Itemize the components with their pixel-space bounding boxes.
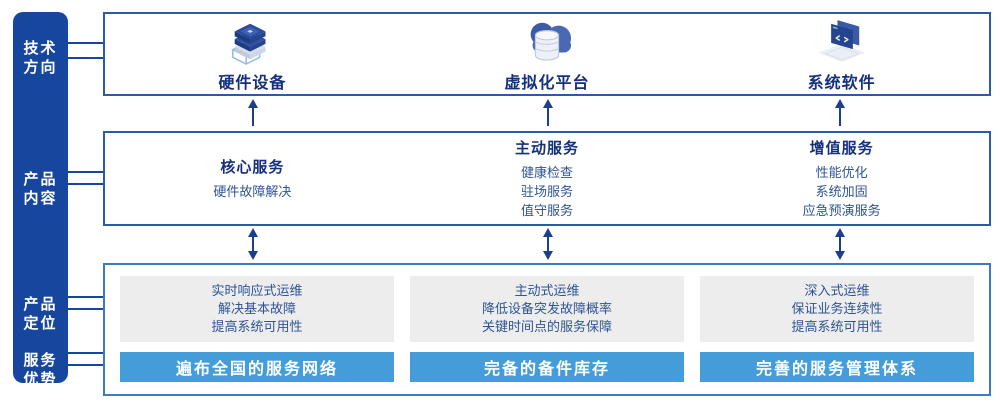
rail-label-service-advantage: 服务 优势: [13, 351, 68, 389]
rail-label-product-positioning: 产品 定位: [13, 295, 68, 333]
rail-label-tech-direction: 技术 方向: [13, 39, 68, 77]
connector-line: [66, 352, 104, 354]
tech-item-hardware: 硬件设备: [105, 14, 400, 94]
positioning-line: 解决基本故障: [217, 300, 296, 316]
rail-label-line: 优势: [23, 371, 58, 388]
service-item: 硬件故障解决: [213, 184, 292, 199]
service-item: 值守服务: [521, 203, 574, 218]
service-item: 应急预演服务: [802, 203, 881, 218]
service-title: 主动服务: [515, 140, 580, 157]
rail-label-line: 技术: [23, 40, 58, 57]
bottom-column-proactive: 主动式运维 降低设备突发故障概率 关键时间点的服务保障 完备的备件库存: [410, 276, 684, 382]
service-item: 系统加固: [815, 184, 868, 199]
bottom-column-realtime: 实时响应式运维 解决基本故障 提高系统可用性 遍布全国的服务网络: [120, 276, 394, 382]
connector-line: [66, 57, 104, 59]
product-content-panel: 核心服务 硬件故障解决 主动服务 健康检查 驻场服务 值守服务 增值服务 性能优…: [103, 131, 991, 226]
sidebar-rail: 技术 方向 产品 内容 产品 定位 服务 优势: [13, 12, 68, 388]
positioning-line: 保证业务连续性: [791, 300, 883, 316]
code-window-icon: [813, 16, 871, 66]
arrow-up-icon: [542, 99, 554, 126]
service-title: 增值服务: [809, 140, 874, 157]
advantage-bar: 遍布全国的服务网络: [120, 351, 394, 382]
service-item: 性能优化: [815, 165, 868, 180]
rail-label-line: 方向: [23, 59, 58, 76]
rail-label-line: 内容: [23, 190, 58, 207]
positioning-line: 实时响应式运维: [211, 282, 303, 298]
arrow-up-down-icon: [834, 228, 846, 260]
service-title: 核心服务: [220, 159, 285, 176]
tech-item-system-software: 系统软件: [694, 14, 989, 94]
tech-label: 系统软件: [807, 74, 876, 92]
positioning-box: 实时响应式运维 解决基本故障 提高系统可用性: [120, 276, 394, 342]
advantage-bar: 完善的服务管理体系: [700, 351, 974, 382]
connector-line: [66, 296, 104, 298]
tech-label: 虚拟化平台: [504, 74, 590, 92]
server-stack-icon: [223, 16, 281, 66]
service-column-proactive: 主动服务 健康检查 驻场服务 值守服务: [400, 133, 695, 224]
service-item: 驻场服务: [521, 184, 574, 199]
arrow-up-down-icon: [247, 228, 259, 260]
rail-label-product-content: 产品 内容: [13, 170, 68, 208]
cloud-database-icon: [516, 16, 578, 66]
positioning-box: 深入式运维 保证业务连续性 提高系统可用性: [700, 276, 974, 342]
service-column-value-added: 增值服务 性能优化 系统加固 应急预演服务: [694, 133, 989, 224]
advantage-bar: 完备的备件库存: [410, 351, 684, 382]
rail-label-line: 产品: [23, 296, 58, 313]
service-column-core: 核心服务 硬件故障解决: [105, 133, 400, 224]
positioning-line: 提高系统可用性: [211, 318, 303, 334]
positioning-line: 降低设备突发故障概率: [481, 300, 612, 316]
connector-line: [66, 308, 104, 310]
tech-direction-panel: 硬件设备 虚拟化平台: [103, 12, 991, 96]
bottom-column-indepth: 深入式运维 保证业务连续性 提高系统可用性 完善的服务管理体系: [700, 276, 974, 382]
tech-label: 硬件设备: [218, 74, 287, 92]
rail-label-line: 产品: [23, 171, 58, 188]
service-item: 健康检查: [521, 165, 574, 180]
positioning-line: 深入式运维: [804, 282, 870, 298]
positioning-line: 关键时间点的服务保障: [481, 318, 612, 334]
arrow-up-icon: [834, 99, 846, 126]
connector-line: [66, 42, 104, 44]
tech-item-virtualization: 虚拟化平台: [400, 14, 695, 94]
positioning-line: 主动式运维: [514, 282, 580, 298]
positioning-line: 提高系统可用性: [791, 318, 883, 334]
rail-label-line: 定位: [23, 315, 58, 332]
positioning-advantage-panel: 实时响应式运维 解决基本故障 提高系统可用性 遍布全国的服务网络 主动式运维 降…: [103, 263, 991, 396]
positioning-box: 主动式运维 降低设备突发故障概率 关键时间点的服务保障: [410, 276, 684, 342]
arrow-up-icon: [247, 99, 259, 126]
arrow-up-down-icon: [542, 228, 554, 260]
connector-line: [66, 364, 104, 366]
connector-line: [66, 183, 104, 185]
connector-line: [66, 171, 104, 173]
rail-label-line: 服务: [23, 352, 58, 369]
